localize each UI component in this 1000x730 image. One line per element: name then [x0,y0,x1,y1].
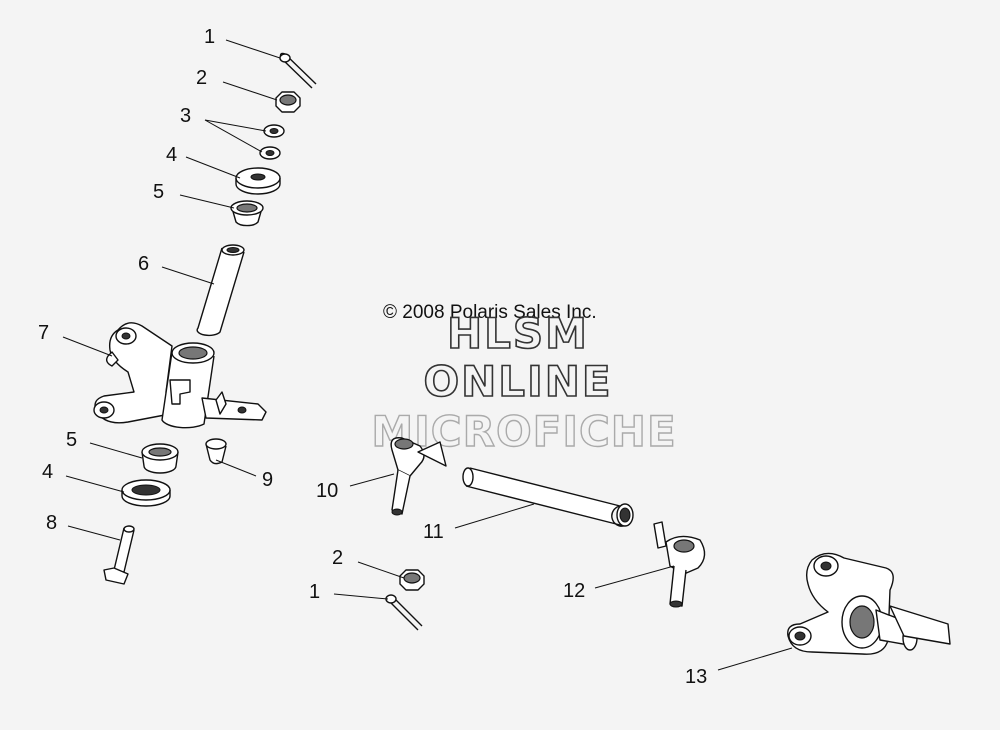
cotter-pin-top [279,52,317,89]
steering-spindle [787,552,951,655]
castle-nut-bottom [399,569,425,591]
steering-pivot-arm [93,322,267,429]
leader-lines [62,39,793,671]
callout-5-bottom: 5 [66,429,77,451]
tie-rod-end-inner [390,437,447,516]
callout-12: 12 [563,580,585,602]
callout-4-top: 4 [166,144,177,166]
callout-8: 8 [46,512,57,534]
callout-1-top: 1 [204,26,215,48]
callout-3: 3 [180,105,191,127]
callout-5-top: 5 [153,181,164,203]
callout-7: 7 [38,322,49,344]
bushing-bottom [141,443,179,474]
pivot-tube [196,244,245,337]
callout-9: 9 [262,469,273,491]
seal-bottom [121,479,171,507]
callout-1-bottom: 1 [309,581,320,603]
tie-rod-end-outer [653,521,706,608]
callout-13: 13 [685,666,707,688]
callout-2-top: 2 [196,67,207,89]
castle-nut-top [275,91,301,113]
flange-bolt [103,525,135,585]
cotter-pin-bottom [385,594,423,631]
callout-10: 10 [316,480,338,502]
callout-4-bottom: 4 [42,461,53,483]
watermark-line-2: ONLINE [423,357,612,406]
bushing-top [230,200,264,227]
watermark-line-1: HLSM [447,309,589,358]
plug-cap [205,438,227,465]
washer-pair [259,124,285,160]
callout-6: 6 [138,253,149,275]
callout-11: 11 [423,521,444,543]
copyright-text: © 2008 Polaris Sales Inc. [383,302,597,323]
seal-top [235,167,281,195]
tie-rod-tube [462,467,634,527]
callout-2-bottom: 2 [332,547,343,569]
